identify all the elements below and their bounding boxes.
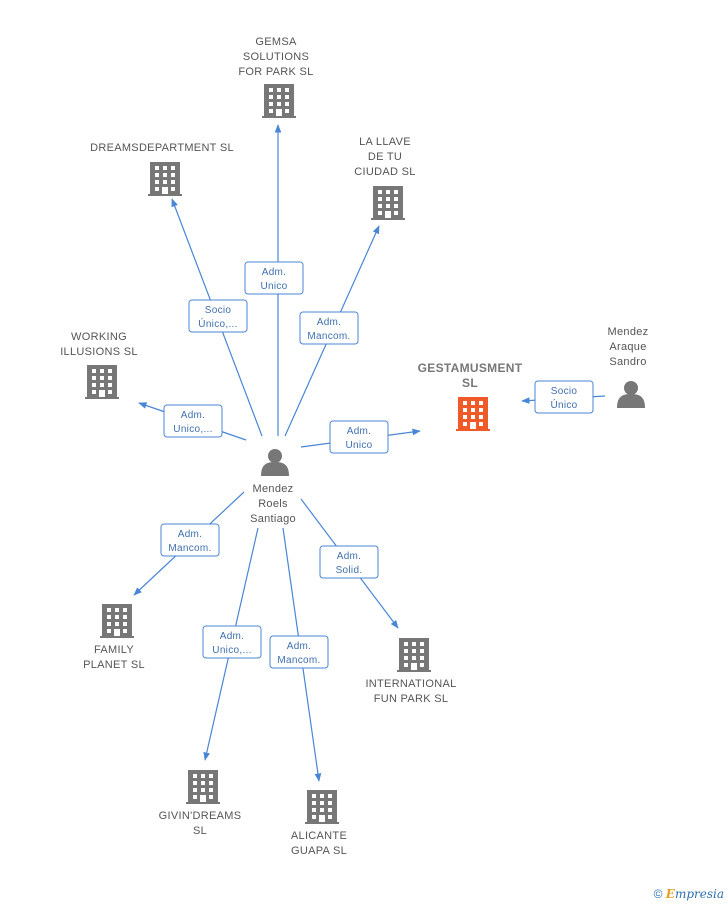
nodes-layer: GEMSA SOLUTIONS FOR PARK SL DREAMSDEPARTMEN…	[60, 36, 648, 857]
edge-roels-to-lallave: Adm. Mancom.	[284, 225, 380, 437]
relation-label[interactable]: Adm. Unico,...	[202, 625, 262, 659]
relation-label-line: Adm.	[317, 317, 342, 328]
relation-label[interactable]: Adm. Solid.	[319, 545, 379, 579]
relation-label-line: Unico	[260, 281, 287, 292]
building-icon[interactable]	[100, 604, 134, 638]
company-node-gemsa[interactable]: GEMSA SOLUTIONS FOR PARK SL	[238, 36, 313, 118]
relation-label-line: Adm.	[181, 410, 206, 421]
edge-roels-to-alicante: Adm. Mancom.	[269, 527, 329, 782]
relation-label-line: Adm.	[178, 529, 203, 540]
node-label-line[interactable]: SL	[193, 825, 207, 837]
node-label-line[interactable]: Mendez	[253, 483, 294, 495]
brand-name: mpresia	[674, 887, 724, 901]
node-label-line[interactable]: CIUDAD SL	[354, 166, 415, 178]
relation-label[interactable]: SocioÚnico,...	[188, 299, 248, 333]
node-label-line[interactable]: FOR PARK SL	[238, 66, 313, 78]
relation-label-line: Mancom.	[168, 543, 211, 554]
person-icon[interactable]	[617, 381, 645, 408]
edge-roels-to-international: Adm. Solid.	[300, 498, 399, 629]
footer-brand: © Empresia	[654, 887, 724, 901]
edge-roels-to-family: Adm. Mancom.	[133, 491, 245, 596]
relation-label-line: Único	[550, 398, 577, 411]
edge-roels-to-gemsa: Adm. Unico	[244, 124, 304, 436]
company-node-givin[interactable]: GIVIN'DREAMS SL	[159, 770, 242, 837]
company-node-lallave[interactable]: LA LLAVE DE TU CIUDAD SL	[354, 136, 415, 220]
building-icon[interactable]	[371, 186, 405, 220]
building-icon[interactable]	[456, 397, 490, 431]
company-node-international[interactable]: INTERNATIONAL FUN PARK SL	[365, 638, 456, 705]
relation-label[interactable]: Adm. Mancom.	[160, 523, 220, 557]
node-label-line[interactable]: Sandro	[609, 356, 646, 368]
node-label-line[interactable]: FUN PARK SL	[374, 693, 449, 705]
building-icon[interactable]	[305, 790, 339, 824]
node-label-line[interactable]: GESTAMUSMENT	[418, 361, 523, 375]
relation-label-line: Adm.	[347, 426, 372, 437]
relation-label-line: Único,...	[198, 317, 237, 330]
relation-label[interactable]: Adm. Unico,...	[163, 404, 223, 438]
edge-roels-to-gestamusment: Adm. Unico	[300, 420, 421, 454]
relation-label-line: Adm.	[220, 631, 245, 642]
building-icon[interactable]	[148, 162, 182, 196]
relation-label[interactable]: Adm. Mancom.	[299, 311, 359, 345]
relation-label-line: Unico,...	[212, 645, 251, 656]
company-node-dreamsdepartment[interactable]: DREAMSDEPARTMENT SL	[90, 142, 234, 196]
relation-label[interactable]: Adm. Unico	[244, 261, 304, 295]
node-label-line[interactable]: DE TU	[368, 151, 402, 163]
node-label-line[interactable]: ALICANTE	[291, 830, 347, 842]
node-label-line[interactable]: WORKING	[71, 331, 127, 343]
relation-label-line: Mancom.	[277, 655, 320, 666]
relation-label-line: Adm.	[287, 641, 312, 652]
relation-label-line: Adm.	[337, 551, 362, 562]
relation-label-line: Socio	[205, 305, 232, 316]
building-icon[interactable]	[397, 638, 431, 672]
relation-label[interactable]: Adm. Unico	[329, 420, 389, 454]
relation-label-line: Solid.	[336, 565, 363, 576]
node-label-line[interactable]: Araque	[609, 341, 646, 353]
relation-label[interactable]: Adm. Mancom.	[269, 635, 329, 669]
brand-initial: E	[665, 887, 675, 901]
relation-label-line: Adm.	[262, 267, 287, 278]
node-label-line[interactable]: DREAMSDEPARTMENT SL	[90, 142, 234, 154]
node-label-line[interactable]: GIVIN'DREAMS	[159, 810, 242, 822]
node-label-line[interactable]: Mendez	[608, 326, 649, 338]
edge-roels-to-working: Adm. Unico,...	[138, 402, 247, 441]
node-label-line[interactable]: LA LLAVE	[359, 136, 411, 148]
node-label-line[interactable]: FAMILY	[94, 644, 134, 656]
company-node-family[interactable]: FAMILY PLANET SL	[83, 604, 145, 671]
node-label-line[interactable]: ILLUSIONS SL	[60, 346, 138, 358]
relation-label-line: Unico,...	[173, 424, 212, 435]
building-icon[interactable]	[186, 770, 220, 804]
company-node-alicante[interactable]: ALICANTE GUAPA SL	[291, 790, 347, 857]
person-icon[interactable]	[261, 449, 289, 476]
relation-label-line: Mancom.	[307, 331, 350, 342]
company-node-working[interactable]: WORKING ILLUSIONS SL	[60, 331, 138, 399]
copyright-symbol: ©	[653, 887, 663, 901]
relation-label-line: Unico	[345, 440, 372, 451]
relation-label-line: Socio	[551, 386, 578, 397]
node-label-line[interactable]: SOLUTIONS	[243, 51, 309, 63]
node-label-line[interactable]: SL	[462, 376, 478, 390]
node-label-line[interactable]: INTERNATIONAL	[365, 678, 456, 690]
edges-layer: Adm.UnicoSocioÚnico,...Adm.Mancom.Adm.Un…	[133, 124, 606, 782]
node-label-line[interactable]: PLANET SL	[83, 659, 145, 671]
node-label-line[interactable]: GUAPA SL	[291, 845, 347, 857]
node-label-line[interactable]: Roels	[258, 498, 288, 510]
node-label-line[interactable]: GEMSA	[255, 36, 297, 48]
building-icon[interactable]	[262, 84, 296, 118]
edge-roels-to-dreamsdepartment: SocioÚnico,...	[171, 198, 263, 437]
node-label-line[interactable]: Santiago	[250, 513, 296, 525]
building-icon[interactable]	[85, 365, 119, 399]
edge-roels-to-givin: Adm. Unico,...	[202, 527, 262, 761]
